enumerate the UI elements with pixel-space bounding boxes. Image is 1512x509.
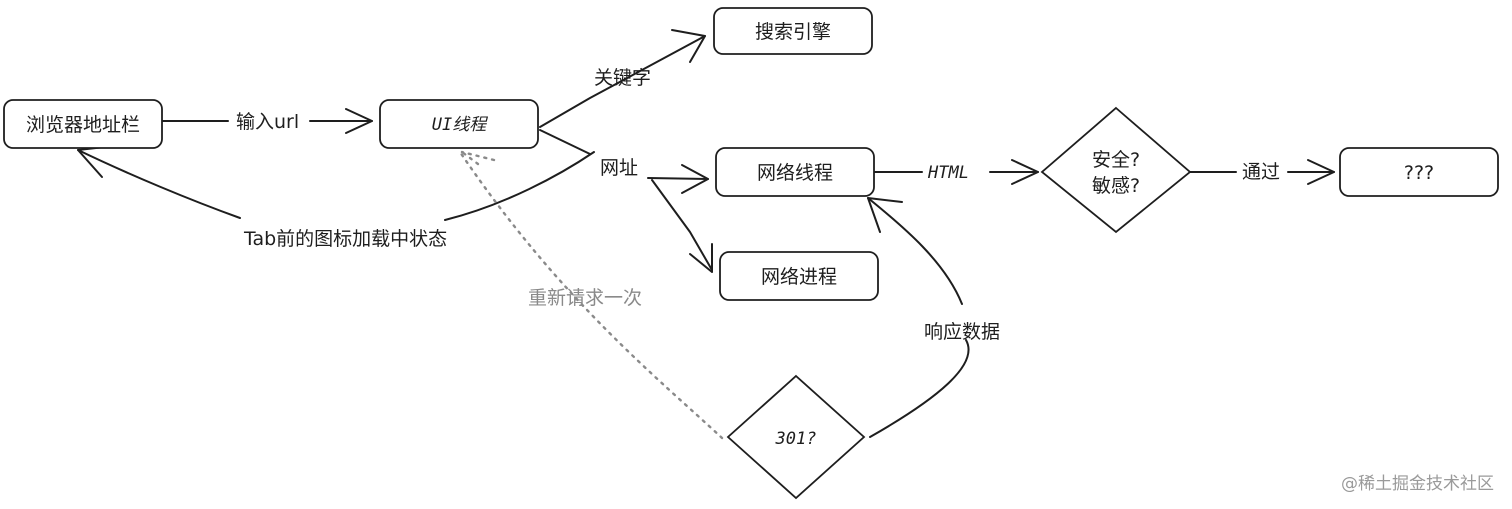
- node-security-check: 安全? 敏感?: [1040, 106, 1192, 234]
- edge-response-data: [867, 197, 970, 438]
- node-address-bar: 浏览器地址栏: [3, 99, 163, 149]
- node-redirect-check: 301?: [726, 374, 866, 500]
- edge-url: [539, 129, 713, 273]
- node-label-search-engine: 搜索引擎: [755, 21, 831, 43]
- node-search-engine: 搜索引擎: [713, 7, 873, 55]
- edge-tab-loading: [77, 145, 595, 221]
- node-ui-thread: UI线程: [379, 99, 539, 149]
- node-label-ui-thread: UI线程: [432, 115, 488, 135]
- edge-label-response-data: 响应数据: [924, 321, 1000, 343]
- edge-input-url: [161, 108, 373, 134]
- watermark-text: @稀土掘金技术社区: [1341, 474, 1494, 494]
- node-label-address-bar: 浏览器地址栏: [26, 114, 140, 136]
- node-label-network-thread: 网络线程: [757, 162, 833, 184]
- node-network-process: 网络进程: [719, 251, 879, 301]
- node-label-network-process: 网络进程: [761, 266, 837, 288]
- node-label-security-line2: 敏感?: [1092, 175, 1140, 197]
- edge-html: [873, 159, 1039, 185]
- edge-request-again: [458, 150, 724, 440]
- edge-label-request-again: 重新请求一次: [528, 287, 642, 309]
- edge-label-input-url: 输入url: [236, 111, 299, 133]
- edge-label-url: 网址: [600, 157, 638, 179]
- edge-label-keyword: 关键字: [594, 67, 651, 89]
- node-label-unknown: ???: [1404, 162, 1434, 184]
- node-label-redirect-check: 301?: [775, 429, 817, 449]
- edge-label-pass: 通过: [1242, 161, 1280, 183]
- node-label-security-line1: 安全?: [1092, 149, 1140, 171]
- edge-label-tab-loading: Tab前的图标加载中状态: [243, 228, 447, 250]
- edge-label-html: HTML: [927, 163, 969, 183]
- edge-pass: [1189, 159, 1335, 185]
- edge-keyword: [539, 29, 706, 128]
- node-unknown: ???: [1339, 147, 1499, 197]
- node-network-thread: 网络线程: [715, 147, 875, 197]
